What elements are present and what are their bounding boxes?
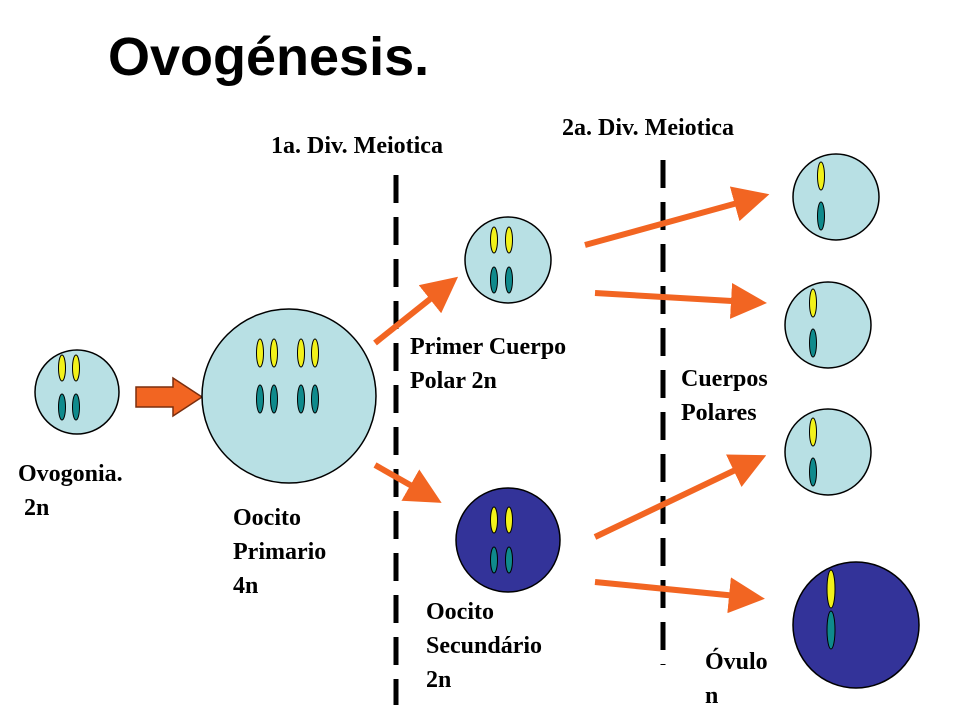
chromosome-set	[490, 506, 513, 574]
chromosome-yellow	[256, 338, 264, 368]
chromosome-teal	[505, 266, 513, 294]
chromosome-yellow	[270, 338, 278, 368]
chromosome-yellow	[817, 161, 825, 191]
arrow-to-ovulo	[594, 577, 765, 614]
arrow-to-cuerpo-polar-3	[593, 454, 767, 540]
ovogonia-cell	[34, 349, 120, 435]
oocito-primario-cell	[201, 308, 377, 484]
chromosome-yellow	[311, 338, 319, 368]
chromosome-set	[490, 226, 513, 294]
chromosome-teal	[490, 266, 498, 294]
chromosome-yellow	[72, 354, 80, 382]
chromosome-teal	[58, 393, 66, 421]
ovogonia-label: Ovogonia. 2n	[18, 461, 123, 521]
chromosome-set	[256, 338, 319, 414]
chromosome-yellow	[58, 354, 66, 382]
chromosome-set	[58, 354, 80, 421]
chromosome-teal	[490, 546, 498, 574]
block-arrow	[135, 376, 204, 418]
chromosome-yellow	[826, 569, 836, 609]
cuerpo-polar-cell-3	[784, 408, 872, 496]
chromosome-teal	[505, 546, 513, 574]
chromosome-yellow	[809, 417, 817, 447]
arrow-to-oocito-secundario	[373, 462, 442, 503]
arrow-to-cuerpo-polar-2	[594, 282, 767, 319]
chromosome-yellow	[505, 226, 513, 254]
primer-cuerpo-polar-cell	[464, 216, 552, 304]
cuerpos-polares-label: Cuerpos Polares	[681, 366, 768, 426]
oocito-secundario-cell	[455, 487, 561, 593]
chromosome-yellow	[297, 338, 305, 368]
chromosome-yellow	[505, 506, 513, 534]
primer-cuerpo-polar-label: Primer Cuerpo Polar 2n	[410, 334, 567, 394]
chromosome-teal	[297, 384, 305, 414]
arrow-to-primer-cuerpo-polar	[373, 276, 459, 346]
ovulo-label: Óvulo n	[705, 649, 768, 709]
chromosome-teal	[817, 201, 825, 231]
chromosome-yellow	[490, 226, 498, 254]
slide-title: Ovogénesis.	[108, 27, 430, 87]
chromosome-teal	[809, 328, 817, 358]
oocito-primario-label: Oocito Primario 4n	[233, 505, 327, 599]
chromosome-teal	[270, 384, 278, 414]
oocito-secundario-label: Oocito Secundário 2n	[426, 599, 543, 693]
chromosome-teal	[826, 610, 836, 650]
cuerpo-polar-cell-1	[792, 153, 880, 241]
second-division-label: 2a. Div. Meiotica	[562, 115, 734, 141]
arrow-to-cuerpo-polar-1	[584, 186, 770, 248]
chromosome-teal	[72, 393, 80, 421]
chromosome-yellow	[809, 288, 817, 318]
cuerpo-polar-cell-2	[784, 281, 872, 369]
chromosome-teal	[256, 384, 264, 414]
ovulo-cell	[792, 561, 920, 689]
chromosome-teal	[809, 457, 817, 487]
chromosome-yellow	[490, 506, 498, 534]
chromosome-teal	[311, 384, 319, 414]
first-division-label: 1a. Div. Meiotica	[271, 133, 443, 159]
